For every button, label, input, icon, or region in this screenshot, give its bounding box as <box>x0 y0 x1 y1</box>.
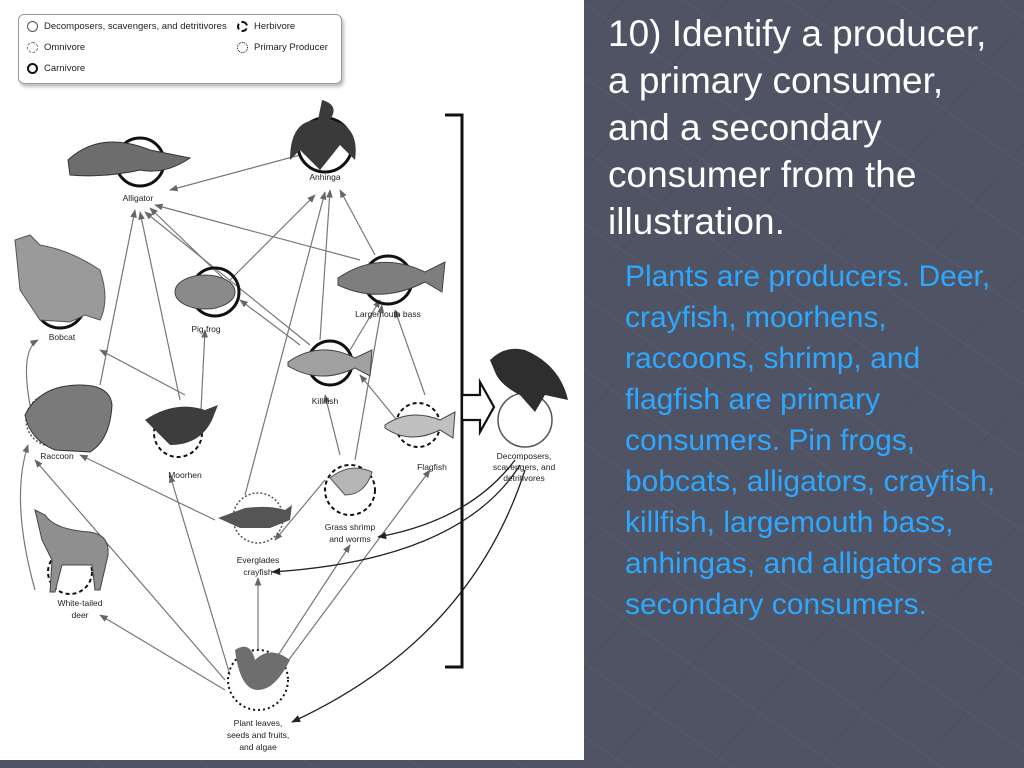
question-text: 10) Identify a producer, a primary consu… <box>608 13 987 242</box>
legend-decomposers: Decomposers, scavengers, and detritivore… <box>27 21 227 32</box>
killifish-node <box>287 339 373 387</box>
legend-carnivore-text: Carnivore <box>44 63 86 74</box>
answer-text: Plants are producers. Deer, crayfish, mo… <box>625 260 996 621</box>
deer-icon <box>34 509 109 593</box>
deer-label-1: White-tailed <box>58 598 103 608</box>
plants-label-3: and algae <box>239 742 277 752</box>
crayfish-node <box>218 492 292 544</box>
crayfish-icon <box>218 505 292 528</box>
legend-herbivore-text: Herbivore <box>254 21 296 32</box>
legend-producer-text: Primary Producer <box>254 42 328 53</box>
shrimp-icon <box>329 467 373 496</box>
legend-herbivore: Herbivore <box>237 21 295 32</box>
crayfish-label-1: Everglades <box>237 555 280 565</box>
legend: Decomposers, scavengers, and detritivore… <box>18 14 342 84</box>
anhinga-label: Anhinga <box>309 172 340 182</box>
legend-primary-producer: Primary Producer <box>237 42 328 53</box>
alligator-node <box>67 136 192 188</box>
decomposers-label-3: detritivores <box>503 473 545 483</box>
organism-labels: Alligator Anhinga Bobcat Pig frog Largem… <box>40 172 555 752</box>
carnivore-symbol-icon <box>27 63 38 74</box>
moorhen-icon <box>145 405 218 445</box>
alligator-icon <box>67 141 192 177</box>
decomposer-symbol-icon <box>27 21 38 32</box>
flagfish-label: Flagfish <box>417 462 447 472</box>
legend-carnivore: Carnivore <box>27 63 85 74</box>
decomposers-label-1: Decomposers, <box>497 451 552 461</box>
anhinga-icon <box>290 100 356 170</box>
grass-shrimp-label-2: and worms <box>329 534 371 544</box>
flow-arrow <box>460 377 496 437</box>
raccoon-node <box>24 384 113 453</box>
moorhen-label: Moorhen <box>168 470 202 480</box>
herbivore-symbol-icon <box>237 21 248 32</box>
bracket <box>445 113 464 669</box>
legend-decomposers-text: Decomposers, scavengers, and detritivore… <box>44 21 227 32</box>
killifish-icon <box>287 349 373 377</box>
flagfish-icon <box>384 411 456 439</box>
frog-icon <box>174 274 236 310</box>
omnivore-symbol-icon <box>27 42 38 53</box>
anhinga-node <box>290 100 356 174</box>
producer-symbol-icon <box>237 42 248 53</box>
food-web-figure: Alligator Anhinga Bobcat Pig frog Largem… <box>0 0 584 760</box>
bobcat-label: Bobcat <box>49 332 76 342</box>
decomposers-node <box>490 348 568 448</box>
bobcat-icon <box>14 234 106 323</box>
bass-label: Largemouth bass <box>355 309 421 319</box>
pig-frog-label: Pig frog <box>191 324 221 334</box>
deer-label-2: deer <box>71 610 88 620</box>
moorhen-node <box>145 405 218 458</box>
bass-icon <box>337 261 446 295</box>
decomposer-arrows <box>271 459 526 723</box>
legend-omnivore-text: Omnivore <box>44 42 86 53</box>
alligator-label: Alligator <box>123 193 154 203</box>
grass-shrimp-label-1: Grass shrimp <box>325 522 376 532</box>
plants-label-2: seeds and fruits, <box>227 730 289 740</box>
bobcat-node <box>14 234 106 330</box>
killifish-label: Killifish <box>312 396 339 406</box>
grass-shrimp-node <box>324 464 376 516</box>
deer-node <box>34 509 109 595</box>
raccoon-icon <box>24 384 113 453</box>
bass-node <box>337 254 446 306</box>
food-web-diagram: Alligator Anhinga Bobcat Pig frog Largem… <box>14 100 568 752</box>
plants-label-1: Plant leaves, <box>234 718 283 728</box>
flagfish-node <box>384 402 456 448</box>
food-web-arrows <box>19 154 431 691</box>
plants-node <box>227 646 290 711</box>
pig-frog-node <box>174 266 241 318</box>
decomposers-label-2: scavengers, and <box>493 462 556 472</box>
plant-leaves-icon <box>235 646 290 690</box>
vulture-icon <box>490 348 568 412</box>
legend-omnivore: Omnivore <box>27 42 85 53</box>
crayfish-label-2: crayfish <box>243 567 273 577</box>
raccoon-label: Raccoon <box>40 451 74 461</box>
